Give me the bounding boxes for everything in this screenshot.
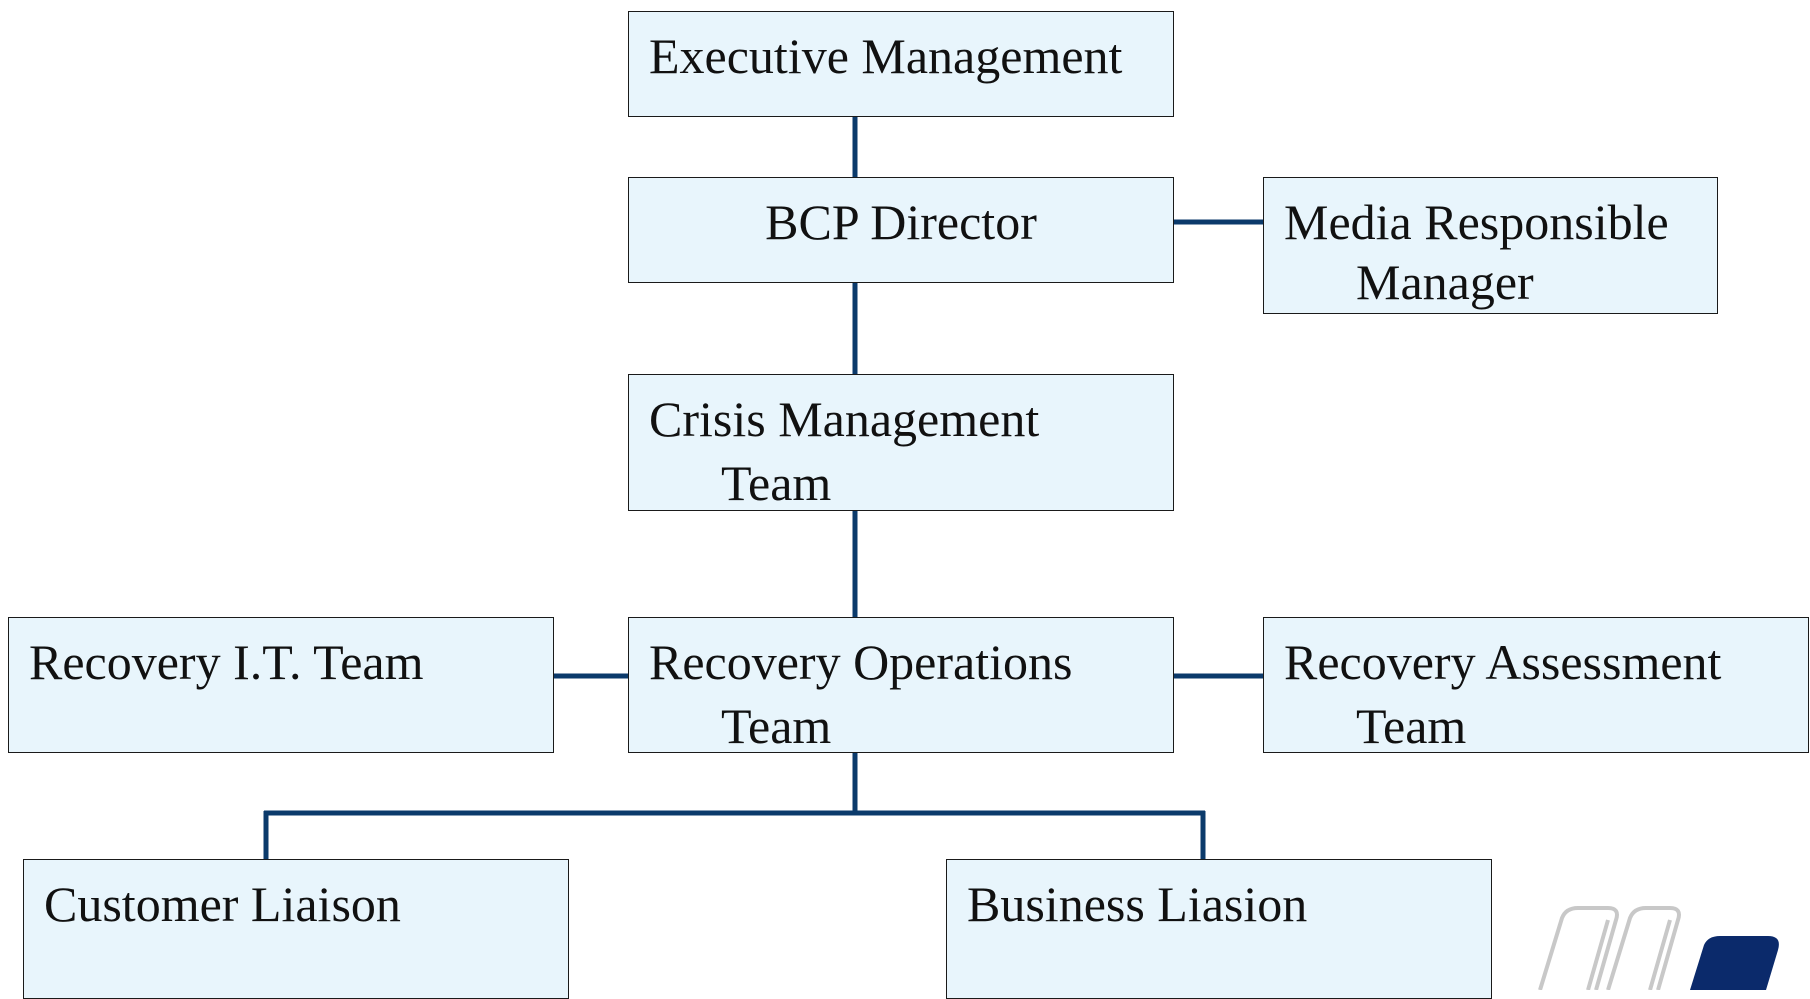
- node-label-line1: Media Responsible: [1284, 194, 1669, 250]
- node-label: Customer Liaison: [44, 876, 401, 932]
- node-label-line1: Crisis Management: [649, 391, 1040, 447]
- node-label: BCP Director: [765, 194, 1037, 250]
- node-label-line2: Team: [1356, 698, 1467, 754]
- node-label: Business Liasion: [967, 876, 1308, 932]
- node-executive-management: Executive Management: [628, 11, 1174, 117]
- node-label-line1: Recovery Operations: [649, 634, 1073, 690]
- node-recovery-it-team: Recovery I.T. Team: [8, 617, 554, 753]
- node-crisis-management-team: Crisis Management Team: [628, 374, 1174, 511]
- node-bcp-director: BCP Director: [628, 177, 1174, 283]
- node-customer-liaison: Customer Liaison: [23, 859, 569, 999]
- node-media-responsible-manager: Media Responsible Manager: [1263, 177, 1718, 314]
- node-label-line2: Team: [721, 698, 832, 754]
- node-recovery-operations-team: Recovery Operations Team: [628, 617, 1174, 754]
- company-logo: [1538, 906, 1779, 990]
- node-recovery-assessment-team: Recovery Assessment Team: [1263, 617, 1809, 754]
- node-label-line1: Recovery Assessment: [1284, 634, 1722, 690]
- node-label-line2: Team: [721, 455, 832, 511]
- node-label: Executive Management: [649, 28, 1123, 84]
- node-label: Recovery I.T. Team: [29, 634, 424, 690]
- node-label-line2: Manager: [1356, 254, 1534, 310]
- node-business-liasion: Business Liasion: [946, 859, 1492, 999]
